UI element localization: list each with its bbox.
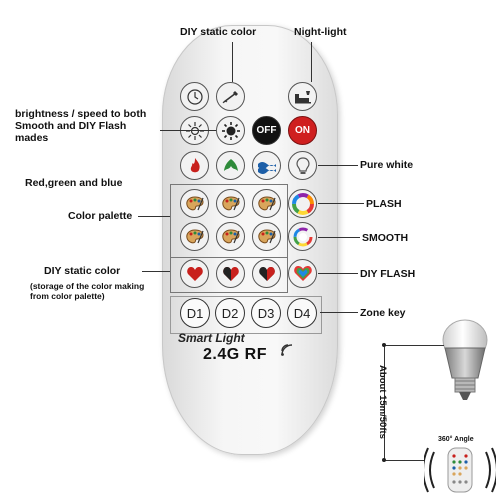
plash-button[interactable]: [288, 189, 317, 218]
label-rgb: Red,green and blue: [25, 177, 123, 189]
palette-icon: [221, 228, 240, 243]
rainbow-heart-icon: [293, 265, 312, 281]
leader-diy-flash: [318, 273, 358, 274]
bed-lamp-icon: [294, 90, 311, 103]
color-ring-icon: [293, 227, 312, 246]
palette-icon: [185, 228, 204, 243]
distance-top-line: [384, 345, 444, 346]
heart-icon: [258, 266, 275, 281]
distance-line: [384, 345, 385, 460]
bulb-illustration-icon: [442, 319, 488, 400]
zone-key-group: [170, 296, 322, 334]
label-diy-static-note: (storage of the color making from color …: [30, 281, 145, 301]
wave-icon: [257, 161, 276, 174]
leaf-icon: [223, 158, 238, 171]
heart-icon: [186, 266, 203, 281]
color-wheel-icon: [291, 192, 314, 215]
green-button[interactable]: [216, 151, 245, 180]
smooth-button[interactable]: [288, 222, 317, 251]
palette-icon: [221, 195, 240, 210]
label-zone-key: Zone key: [360, 307, 406, 319]
flame-icon: [190, 157, 200, 172]
label-diy-flash: DIY FLASH: [360, 268, 416, 280]
on-button[interactable]: ON: [288, 116, 317, 145]
palette-button-5[interactable]: [216, 222, 245, 251]
palette-icon: [257, 195, 276, 210]
leader-diy-static-left: [142, 271, 170, 272]
leader-smooth: [318, 237, 360, 238]
palette-button-4[interactable]: [180, 222, 209, 251]
distance-top-dot: [382, 343, 386, 347]
bulb-icon: [295, 156, 310, 174]
brand-line2: 2.4G RF: [203, 346, 267, 363]
label-night-light: Night-light: [294, 26, 347, 38]
blue-button[interactable]: [252, 151, 281, 180]
distance-bottom-line: [384, 460, 424, 461]
diy-static-button-1[interactable]: [180, 259, 209, 288]
brightness-up-button[interactable]: [216, 116, 245, 145]
clock-icon: [186, 88, 203, 105]
leader-brightness: [160, 130, 216, 131]
off-button[interactable]: OFF: [252, 116, 281, 145]
leader-pure-white: [318, 165, 358, 166]
diy-flash-button[interactable]: [288, 259, 317, 288]
diy-static-color-top-button[interactable]: [216, 82, 245, 111]
red-button[interactable]: [180, 151, 209, 180]
label-smooth: SMOOTH: [362, 232, 409, 244]
palette-icon: [257, 228, 276, 243]
diy-static-button-3[interactable]: [252, 259, 281, 288]
sun-solid-icon: [221, 121, 240, 140]
pure-white-button[interactable]: [288, 151, 317, 180]
zone-d2-button[interactable]: D2: [215, 298, 245, 328]
label-diy-static-color-top: DIY static color: [180, 26, 257, 38]
palette-icon: [185, 195, 204, 210]
leader-plash: [318, 203, 364, 204]
label-angle: 360° Angle: [438, 436, 474, 443]
label-pure-white: Pure white: [360, 159, 414, 171]
paintbrush-icon: [222, 90, 238, 103]
label-distance: About 15m/50fts: [377, 365, 388, 439]
leader-color-palette: [138, 216, 170, 217]
label-brightness: brightness / speed to both Smooth and DI…: [15, 108, 147, 144]
zone-d3-button[interactable]: D3: [251, 298, 281, 328]
leader-diy-static-top: [232, 42, 233, 82]
palette-button-2[interactable]: [216, 189, 245, 218]
wireless-signal-icon: [281, 344, 293, 356]
palette-button-1[interactable]: [180, 189, 209, 218]
signal-waves-icon: [424, 447, 496, 493]
distance-bottom-dot: [382, 458, 386, 462]
palette-button-3[interactable]: [252, 189, 281, 218]
diy-static-color-group: [170, 257, 288, 293]
heart-icon: [222, 266, 239, 281]
label-plash: PLASH: [366, 198, 402, 210]
label-color-palette: Color palette: [68, 210, 133, 222]
zone-d1-button[interactable]: D1: [180, 298, 210, 328]
palette-button-6[interactable]: [252, 222, 281, 251]
timer-button[interactable]: [180, 82, 209, 111]
brand-line1: Smart Light: [178, 331, 245, 345]
leader-night-light: [311, 42, 312, 82]
leader-zone-key: [320, 312, 358, 313]
diy-static-button-2[interactable]: [216, 259, 245, 288]
night-light-button[interactable]: [288, 82, 317, 111]
label-diy-static-color-left: DIY static color: [44, 265, 121, 277]
zone-d4-button[interactable]: D4: [287, 298, 317, 328]
